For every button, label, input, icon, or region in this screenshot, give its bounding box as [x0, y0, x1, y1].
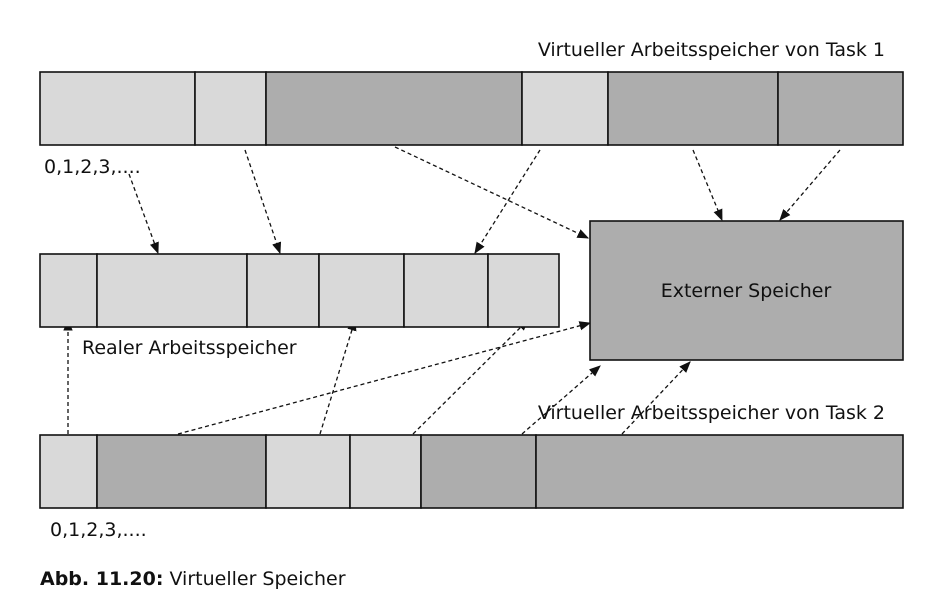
real-segment — [403, 253, 489, 328]
real-segment — [246, 253, 320, 328]
task2-segment — [265, 434, 351, 509]
task2-segment — [39, 434, 98, 509]
mapping-arrow — [244, 149, 282, 255]
task2-segment — [96, 434, 267, 509]
mapping-arrow — [779, 149, 841, 221]
figure-caption: Abb. 11.20: Virtueller Speicher — [40, 568, 346, 590]
real-segment — [96, 253, 248, 328]
task1-segment — [607, 71, 779, 146]
task1-segment — [39, 71, 196, 146]
mapping-arrow — [412, 319, 529, 435]
task1-title: Virtueller Arbeitsspeicher von Task 1 — [538, 39, 885, 61]
task1-segment — [194, 71, 267, 146]
caption-prefix: Abb. 11.20: — [40, 568, 163, 590]
mapping-arrow — [474, 149, 541, 254]
task1-memory-bar — [39, 71, 904, 146]
task1-segment — [521, 71, 609, 146]
mapping-arrow — [692, 149, 723, 222]
task2-memory-bar — [39, 434, 904, 509]
mapping-arrow — [128, 173, 159, 255]
mapping-arrow — [177, 321, 592, 435]
real-segment — [487, 253, 560, 328]
mapping-arrow — [394, 146, 590, 239]
mapping-arrow — [521, 365, 601, 435]
real-segment — [318, 253, 405, 328]
external-storage-box — [589, 220, 904, 361]
mapping-arrow — [621, 361, 691, 435]
task1-address-label: 0,1,2,3,.... — [44, 156, 141, 178]
real-segment — [39, 253, 98, 328]
task1-segment — [777, 71, 904, 146]
task2-title: Virtueller Arbeitsspeicher von Task 2 — [538, 402, 885, 424]
mapping-arrow — [319, 318, 357, 435]
task1-segment — [265, 71, 523, 146]
mapping-arrows — [63, 146, 841, 435]
external-storage: Externer Speicher — [589, 220, 904, 361]
real-memory-title: Realer Arbeitsspeicher — [82, 337, 297, 359]
external-storage-label: Externer Speicher — [661, 280, 832, 302]
task2-segment — [349, 434, 422, 509]
task2-address-label: 0,1,2,3,.... — [50, 519, 147, 541]
caption-text: Virtueller Speicher — [163, 568, 345, 590]
task2-segment — [420, 434, 537, 509]
real-memory-bar — [39, 253, 560, 328]
task2-segment — [535, 434, 904, 509]
